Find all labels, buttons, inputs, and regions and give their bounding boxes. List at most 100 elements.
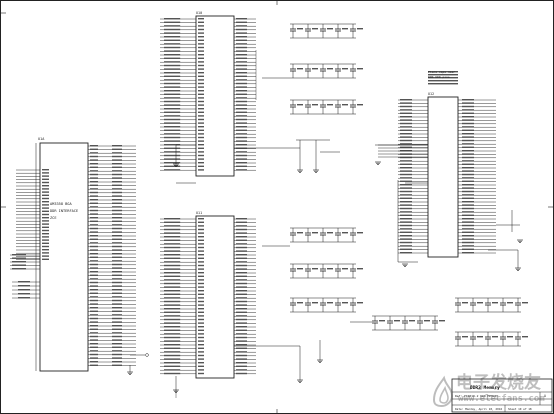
- pin-label-mark: [462, 153, 474, 155]
- pin-label-mark: [462, 241, 474, 244]
- pin-label-mark: [12, 264, 26, 266]
- pin-label-mark: [42, 258, 49, 260]
- pin-label-mark: [90, 245, 98, 248]
- pin-label-mark: [236, 264, 247, 267]
- pin-label-mark: [236, 118, 247, 121]
- pin-label-mark: [400, 116, 412, 118]
- pin-label-mark: [42, 175, 49, 177]
- pin-label-mark: [164, 133, 181, 135]
- memory-ic-u11-designator: U11: [196, 211, 202, 215]
- pin-label-mark: [236, 18, 247, 20]
- pin-label-mark: [400, 146, 412, 148]
- pin-label-mark: [112, 317, 122, 320]
- pin-label-mark: [112, 177, 122, 179]
- pin-label-mark: [90, 227, 98, 230]
- pin-label-mark: [164, 372, 181, 375]
- pin-label-mark: [236, 72, 247, 74]
- pin-label-mark: [42, 229, 49, 232]
- pin-label-mark: [198, 257, 204, 259]
- pin-label-mark: [198, 82, 204, 85]
- title-block: DDR3 Memory Ref: PI0010-2 DDR MEMORY A D…: [451, 378, 553, 413]
- pin-label-mark: [90, 361, 98, 363]
- pin-label-mark: [198, 254, 204, 256]
- pin-label-mark: [164, 315, 181, 317]
- pin-label-mark: [424, 320, 430, 322]
- pin-label-mark: [90, 163, 98, 165]
- pin-label-mark: [42, 239, 49, 241]
- pin-label-mark: [90, 299, 98, 302]
- pin-label-mark: [236, 372, 247, 375]
- pin-label-mark: [90, 328, 98, 330]
- pin-label-mark: [112, 170, 122, 172]
- pin-label-mark: [462, 184, 474, 186]
- pin-label-mark: [12, 261, 26, 263]
- pin-label-mark: [112, 271, 122, 273]
- pin-label-mark: [400, 177, 412, 179]
- pin-label-mark: [400, 224, 412, 227]
- pin-label-mark: [164, 36, 181, 38]
- pin-label-mark: [462, 102, 474, 104]
- pin-label-mark: [462, 99, 474, 101]
- pin-label-mark: [164, 221, 181, 223]
- pin-label-mark: [198, 290, 204, 292]
- pin-label-mark: [164, 272, 181, 274]
- pin-label-mark: [342, 268, 348, 270]
- pin-label-mark: [236, 169, 247, 171]
- pin-label-mark: [236, 154, 247, 157]
- pin-label-mark: [198, 300, 204, 303]
- pin-label-mark: [90, 364, 98, 366]
- pin-label-mark: [164, 129, 181, 131]
- pin-label-mark: [90, 260, 98, 262]
- pin-label-mark: [297, 68, 303, 70]
- pin-label-mark: [198, 372, 204, 375]
- pin-label-mark: [357, 232, 363, 234]
- pin-label-mark: [164, 79, 181, 81]
- pin-label-mark: [18, 293, 30, 295]
- pin-label-mark: [42, 207, 49, 209]
- pin-label-mark: [112, 217, 122, 219]
- pin-label-mark: [112, 173, 122, 176]
- pin-label-mark: [428, 74, 458, 76]
- pin-label-mark: [164, 97, 181, 99]
- pin-label-mark: [164, 86, 181, 88]
- pin-label-mark: [198, 243, 204, 245]
- pin-label-mark: [327, 268, 333, 270]
- pin-label-mark: [462, 204, 474, 206]
- pin-label-mark: [90, 217, 98, 219]
- pin-label-mark: [198, 221, 204, 223]
- pin-label-mark: [462, 231, 474, 233]
- pin-label-mark: [297, 104, 303, 106]
- pin-label-mark: [462, 245, 474, 247]
- pin-label-mark: [462, 187, 474, 189]
- pin-label-mark: [90, 289, 98, 291]
- pin-label-mark: [198, 43, 204, 45]
- pin-label-mark: [164, 358, 181, 360]
- pin-label-mark: [400, 167, 412, 169]
- pin-label-mark: [90, 271, 98, 273]
- pin-label-mark: [428, 83, 458, 85]
- pin-label-mark: [198, 365, 204, 367]
- pin-label-mark: [400, 170, 412, 172]
- pin-label-mark: [90, 325, 98, 327]
- pin-label-mark: [236, 344, 247, 346]
- misc-wiring: [127, 50, 523, 398]
- pin-label-mark: [164, 75, 181, 77]
- pin-label-mark: [342, 68, 348, 70]
- pin-label-mark: [236, 133, 247, 135]
- main-ic-label-3: ZCE: [50, 216, 57, 220]
- pin-label-mark: [112, 281, 122, 284]
- pin-label-mark: [312, 302, 318, 304]
- pin-label-mark: [297, 28, 303, 30]
- pin-label-mark: [90, 353, 98, 356]
- pin-label-mark: [462, 129, 474, 131]
- pin-label-mark: [236, 268, 247, 270]
- pin-label-mark: [90, 256, 98, 258]
- pin-label-mark: [90, 332, 98, 334]
- pin-label-mark: [400, 197, 412, 199]
- pin-label-mark: [357, 104, 363, 106]
- pin-label-mark: [198, 272, 204, 274]
- pin-label-mark: [198, 46, 204, 49]
- pin-label-mark: [236, 36, 247, 38]
- pin-label-mark: [236, 254, 247, 256]
- pin-label-mark: [492, 336, 498, 338]
